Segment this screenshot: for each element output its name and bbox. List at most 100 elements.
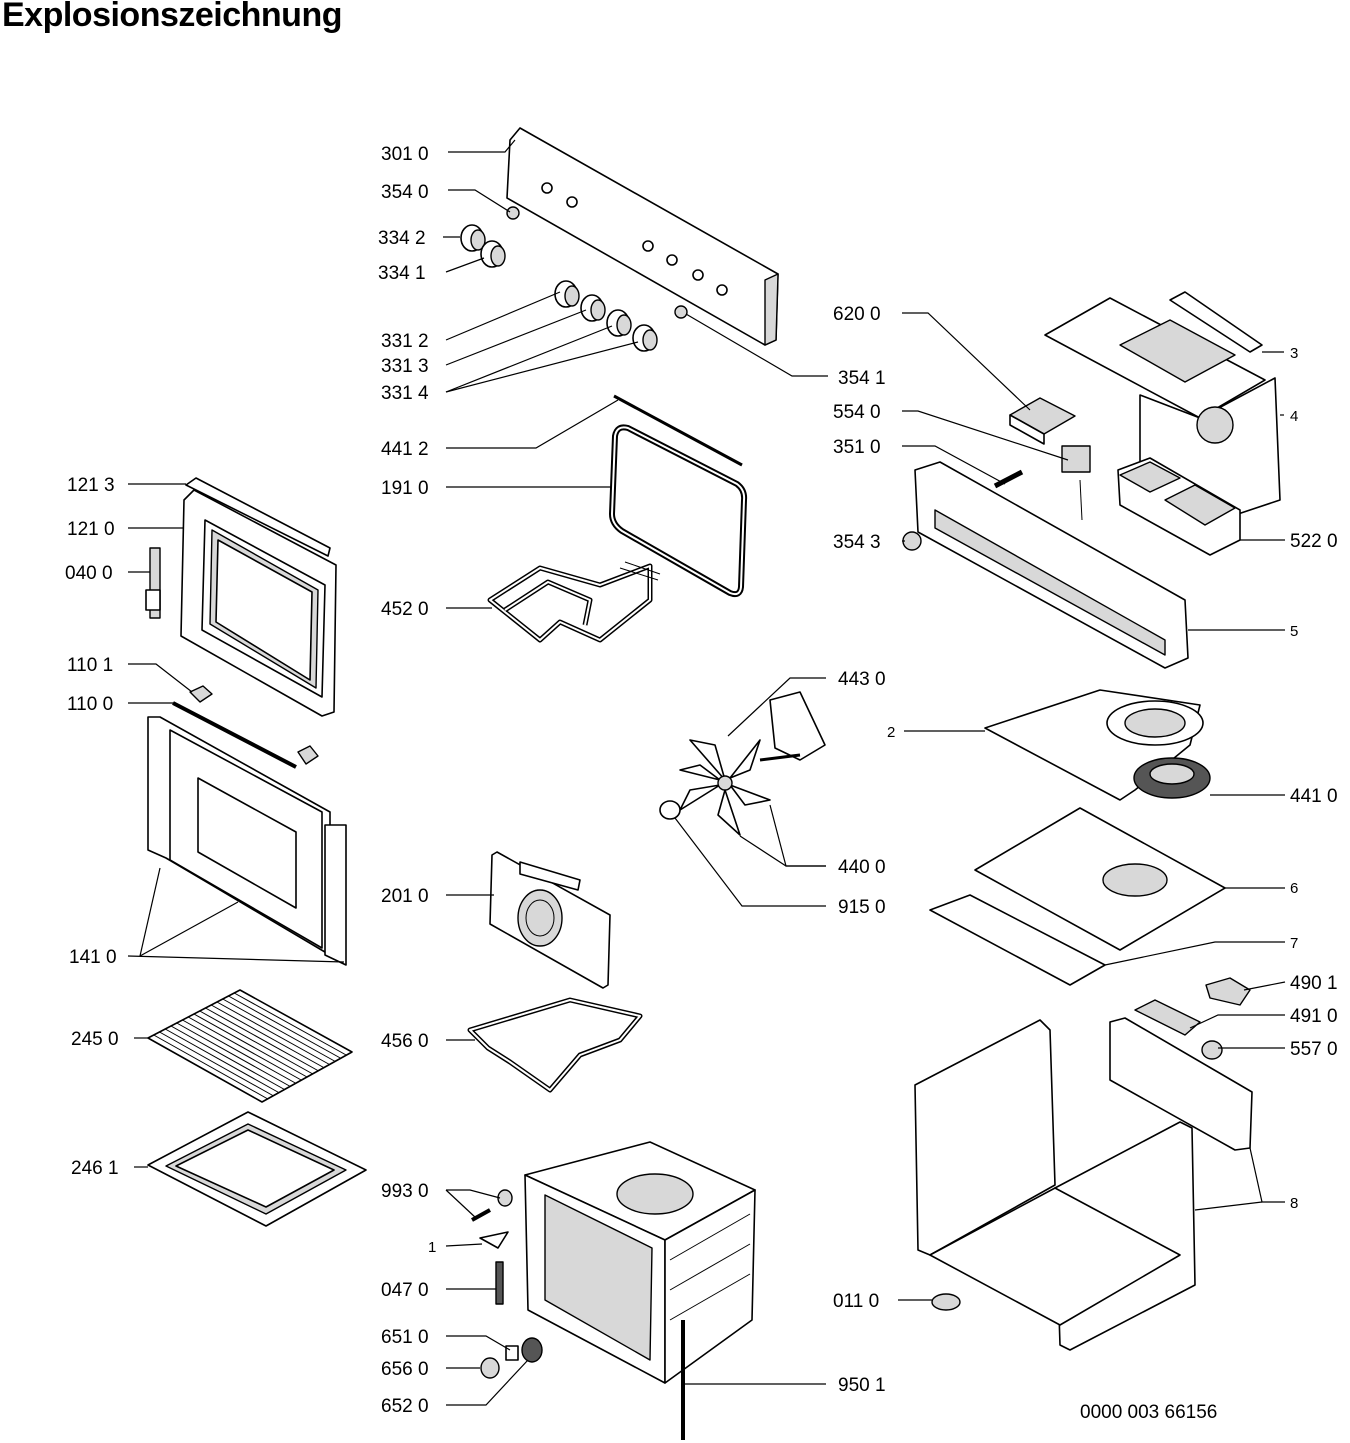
- label-191-0: 191 0: [381, 478, 429, 499]
- indicator-lamp-354-1: [674, 305, 688, 319]
- label-557-0: 557 0: [1290, 1039, 1338, 1060]
- handle-110-0: [172, 701, 297, 769]
- label-620-0: 620 0: [833, 304, 881, 325]
- motor-554-0: [1061, 445, 1091, 521]
- label-331-4: 331 4: [381, 383, 429, 404]
- knob-331-4a: [606, 309, 632, 337]
- control-panel-part: [506, 127, 779, 346]
- lower-heating-element-456-0: [467, 997, 643, 1093]
- grid-shelf-wire: [165, 1028, 280, 1094]
- foot-011-0: [931, 1293, 961, 1311]
- label-7: 7: [1290, 935, 1298, 952]
- label-490-1: 490 1: [1290, 973, 1338, 994]
- knob-331-3: [580, 294, 606, 322]
- label-6: 6: [1290, 880, 1298, 897]
- label-047-0: 047 0: [381, 1280, 429, 1301]
- grid-shelf-wire: [153, 1034, 268, 1100]
- part-557-0: [1201, 1040, 1223, 1060]
- knob-331-2: [554, 280, 580, 308]
- grid-shelf-wire: [188, 1016, 302, 1081]
- grid-shelf-wire: [211, 1004, 325, 1069]
- label-040-0: 040 0: [65, 563, 113, 584]
- page-title: Explosionszeichnung: [2, 0, 342, 34]
- label-354-3: 354 3: [833, 532, 881, 553]
- nut-915-0: [659, 800, 681, 820]
- rod-441-2: [613, 394, 743, 467]
- label-491-0: 491 0: [1290, 1006, 1338, 1027]
- door-gasket-191-0: [608, 424, 748, 598]
- part-490-1: [1205, 977, 1251, 1006]
- grid-shelf-wire: [159, 1031, 274, 1097]
- hinge-plate-110-1: [189, 685, 213, 703]
- grid-shelf-245-0: [147, 989, 353, 1103]
- label-3: 3: [1290, 345, 1298, 362]
- fan-motor-443-0: [759, 691, 826, 762]
- fan-441-0: [1133, 757, 1211, 799]
- label-110-0: 110 0: [67, 694, 113, 715]
- label-351-0: 351 0: [833, 437, 881, 458]
- knob-656-0: [480, 1357, 500, 1379]
- label-1: 1: [428, 1239, 436, 1256]
- oven-cavity: [524, 1141, 756, 1384]
- label-4: 4: [1290, 408, 1298, 425]
- clip-1: [479, 1231, 509, 1249]
- label-331-3: 331 3: [381, 356, 429, 377]
- label-950-1: 950 1: [838, 1375, 886, 1396]
- label-301-0: 301 0: [381, 144, 429, 165]
- label-993-0: 993 0: [381, 1181, 429, 1202]
- label-522-0: 522 0: [1290, 531, 1338, 552]
- label-8: 8: [1290, 1195, 1298, 1212]
- grid-shelf-wire: [182, 1019, 296, 1084]
- heating-element-452-0: [487, 561, 661, 643]
- label-651-0: 651 0: [381, 1327, 429, 1348]
- baking-tray-246-1: [147, 1111, 367, 1227]
- fan-cover-201-0: [489, 851, 611, 989]
- label-110-1: 110 1: [67, 655, 113, 676]
- front-frame-5: [914, 461, 1189, 669]
- label-452-0: 452 0: [381, 599, 429, 620]
- knob-334-2: [460, 224, 486, 252]
- part-labels: 301 0 354 0 334 2 334 1 331 2 331 3 331 …: [65, 144, 1338, 1423]
- label-441-0: 441 0: [1290, 786, 1338, 807]
- grid-shelf-wire: [176, 1022, 291, 1087]
- grid-shelf-wire: [193, 1013, 308, 1078]
- label-246-1: 246 1: [71, 1158, 119, 1179]
- knob-331-4b: [632, 324, 658, 352]
- label-334-1: 334 1: [378, 263, 426, 284]
- grid-shelf-wire: [216, 1001, 330, 1065]
- door-frame-121-0: [180, 489, 337, 717]
- label-141-0: 141 0: [69, 947, 117, 968]
- terminal-block-620-0: [1009, 397, 1076, 445]
- label-011-0: 011 0: [833, 1291, 879, 1312]
- label-245-0: 245 0: [71, 1029, 119, 1050]
- lamp-351-0: [993, 469, 1024, 489]
- label-440-0: 440 0: [838, 857, 886, 878]
- switches-522-0: [1117, 457, 1241, 556]
- label-331-2: 331 2: [381, 331, 429, 352]
- small-part-993-0: [471, 1189, 513, 1222]
- door-hinge-bar-121-3: [185, 477, 331, 557]
- label-354-1: 354 1: [838, 368, 886, 389]
- label-354-0: 354 0: [381, 182, 429, 203]
- label-121-3: 121 3: [67, 475, 115, 496]
- cap-354-3: [902, 531, 922, 551]
- handle-end-cap: [297, 745, 319, 765]
- drawing-number: 0000 003 66156: [1080, 1402, 1217, 1423]
- label-915-0: 915 0: [838, 897, 886, 918]
- grid-shelf-wire: [205, 1007, 319, 1072]
- label-201-0: 201 0: [381, 886, 429, 907]
- door-glass-141-0: [147, 716, 347, 966]
- plate-6: [974, 807, 1226, 951]
- label-121-0: 121 0: [67, 519, 115, 540]
- indicator-lamp-354-0: [506, 206, 520, 220]
- side-panels-8: [914, 1017, 1253, 1351]
- rail-047-0: [495, 1261, 504, 1305]
- label-554-0: 554 0: [833, 402, 881, 423]
- grid-shelf-wire: [199, 1010, 313, 1075]
- label-456-0: 456 0: [381, 1031, 429, 1052]
- leader-lines: [127, 139, 1286, 1406]
- fan-blade-440-0: [679, 739, 771, 836]
- label-441-2: 441 2: [381, 439, 429, 460]
- label-334-2: 334 2: [378, 228, 426, 249]
